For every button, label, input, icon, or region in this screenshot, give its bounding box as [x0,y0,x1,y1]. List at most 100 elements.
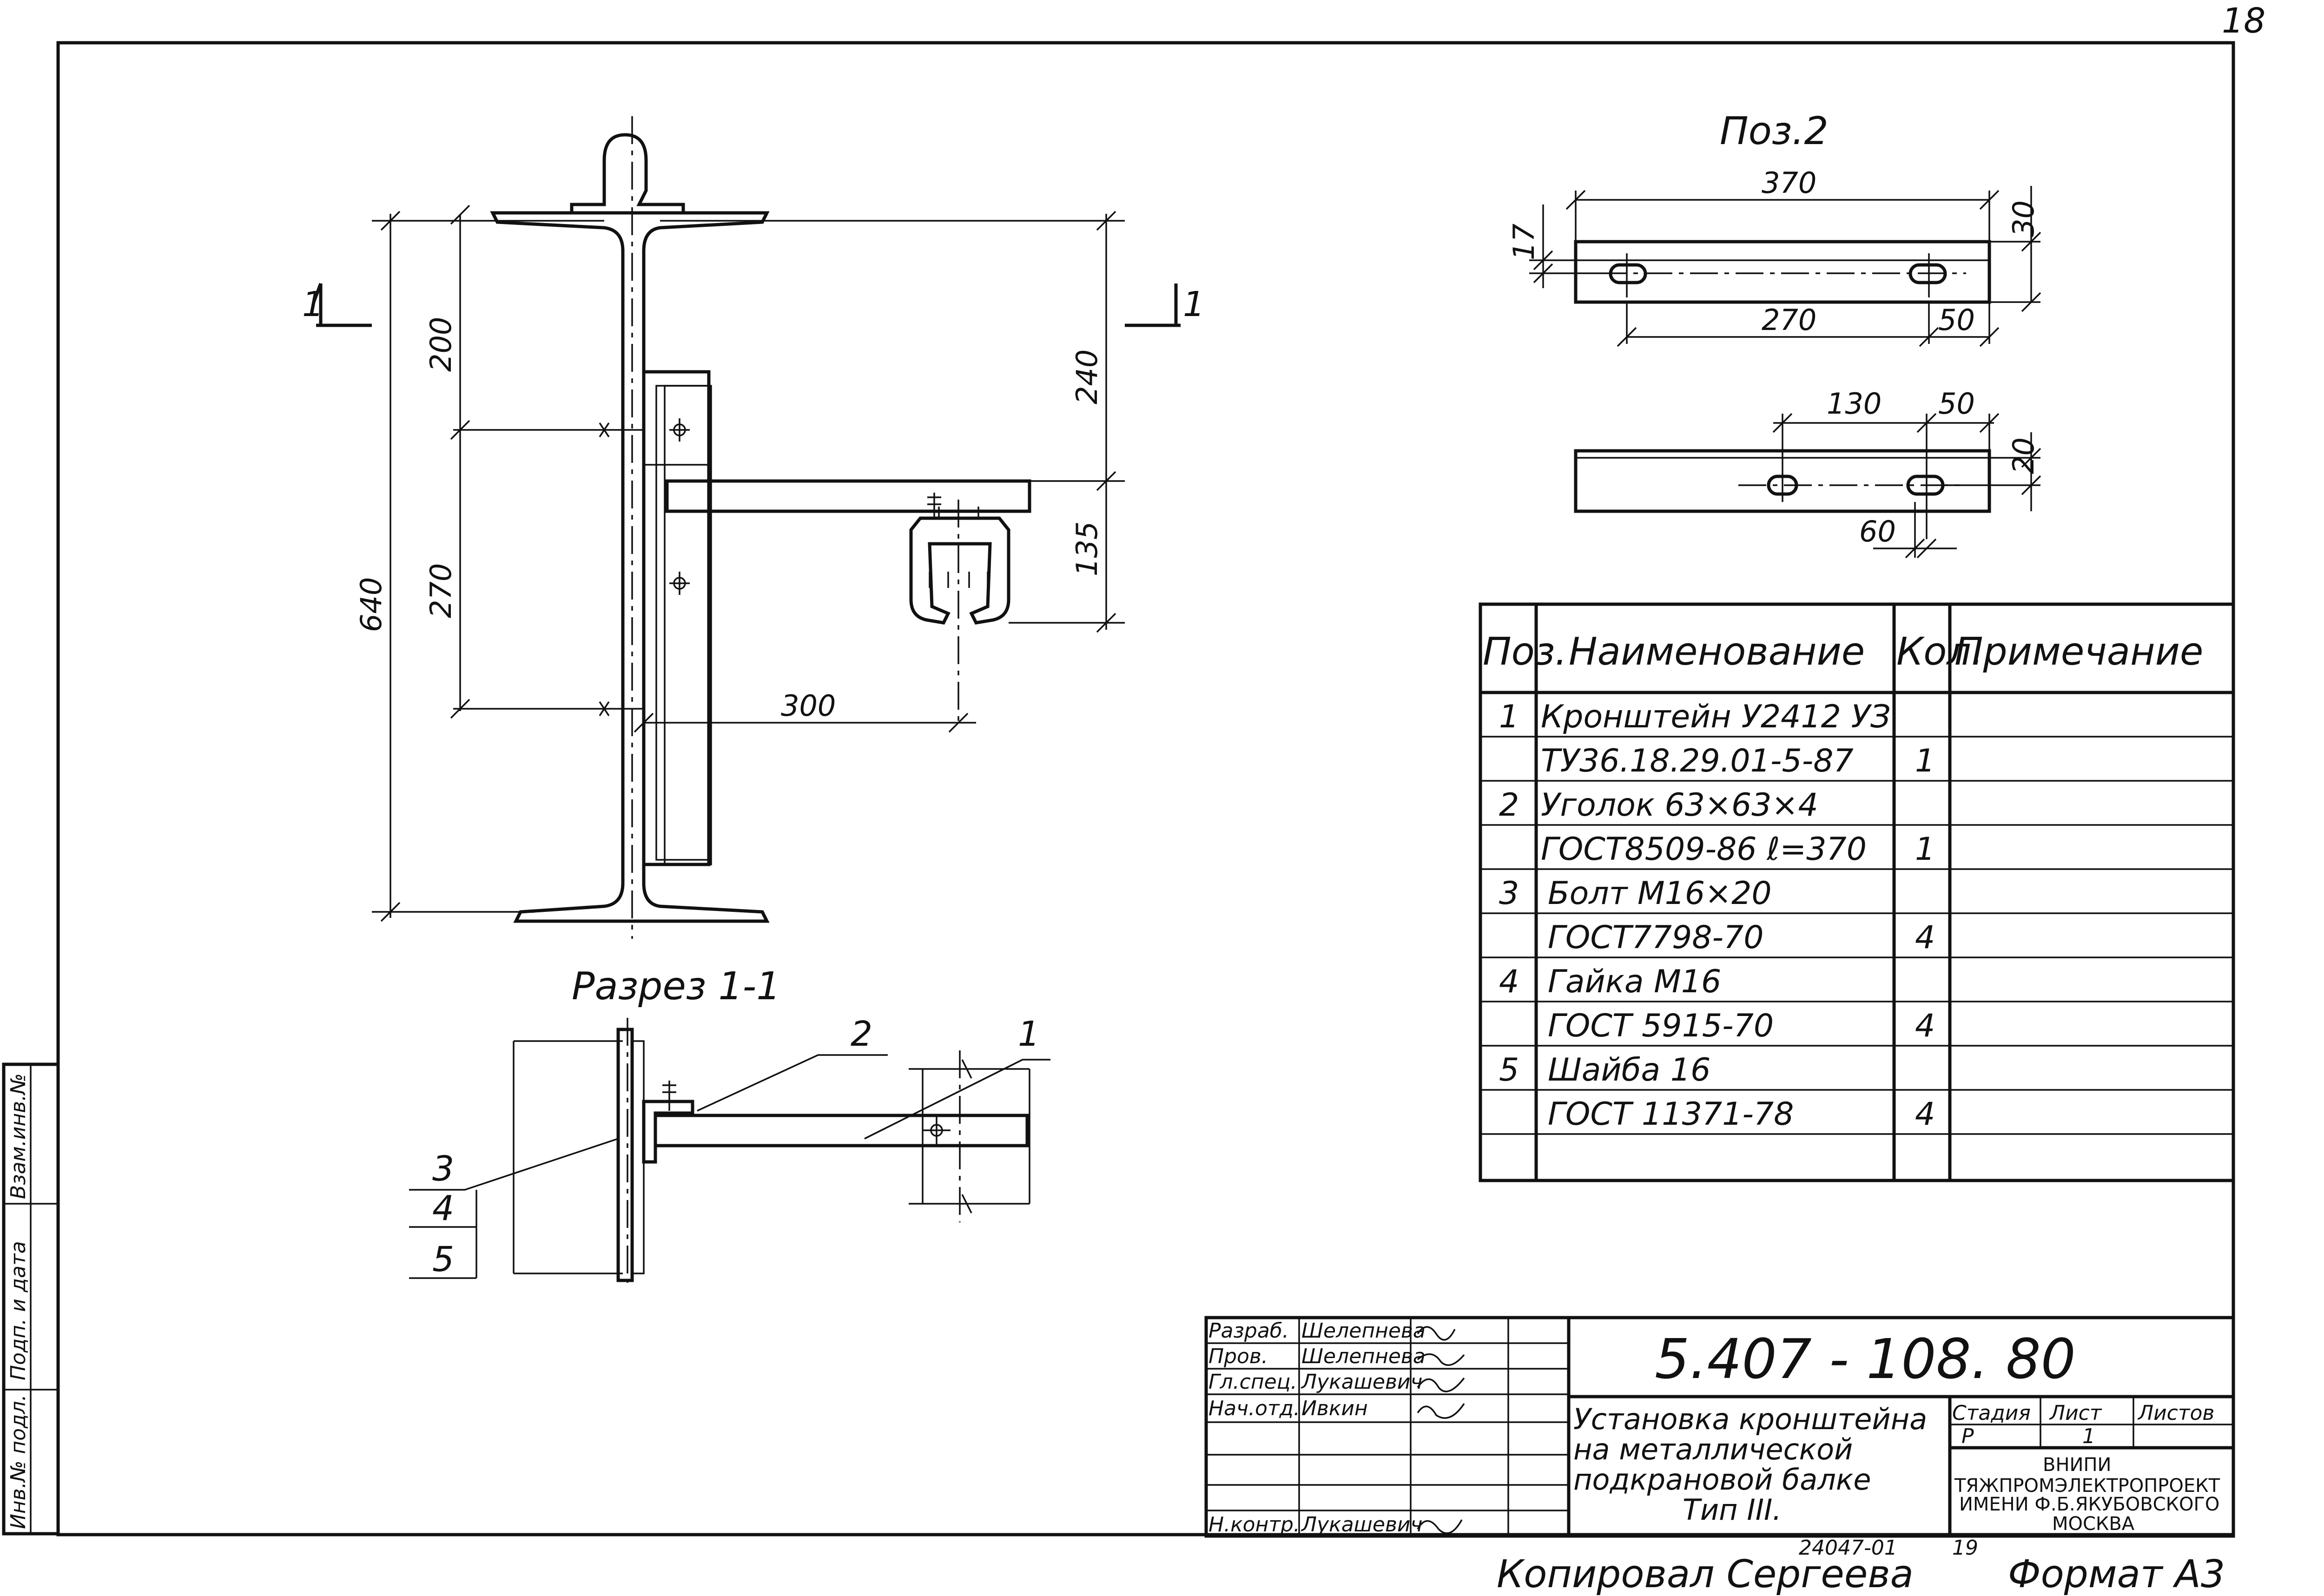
pos2-dim-60: 60 [1859,514,1896,548]
pos2-dim-20: 20 [2007,437,2040,474]
pos2-top-plate [1574,240,1991,304]
spec-row-8: ГОСТ 5915-70 4 [1548,1008,1935,1044]
tb-person-0: Разраб. Шелепнева [1208,1319,1426,1343]
callout-2: 2 [851,1014,872,1054]
svg-text:4: 4 [1915,1096,1935,1133]
org-line-2: ТЯЖПРОМЭЛЕКТРОПРОЕКТ [1954,1475,2220,1497]
side-stamp: Инв.№ подл. Подп. и дата Взам.инв.№ [2,1062,60,1536]
signatures [1417,1326,1465,1534]
section-title: Разрез 1-1 [572,964,780,1009]
spec-row-10: ГОСТ 11371-78 4 [1548,1096,1935,1133]
side-stamp-replace: Взам.инв.№ [7,1073,30,1199]
svg-text:1: 1 [302,284,324,324]
svg-text:Лукашевич: Лукашевич [1301,1513,1423,1537]
tb-person-1: Пров. Шелепнева [1208,1345,1426,1368]
format-label: Формат А3 [2008,1552,2225,1596]
svg-text:Шелепнева: Шелепнева [1301,1319,1426,1343]
svg-text:1: 1 [1183,284,1205,324]
callout-4: 4 [432,1188,454,1228]
angle-plate [642,370,711,866]
svg-text:Кронштейн У2412 УЗ: Кронштейн У2412 УЗ [1541,699,1891,735]
spec-row-5: 3 Болт М16×20 [1499,875,1772,912]
dim-300: 300 [781,689,836,723]
pos2-dim-130: 130 [1827,387,1882,421]
trolley-profile [909,516,1010,625]
svg-text:ГОСТ 11371-78: ГОСТ 11371-78 [1548,1096,1794,1133]
spec-header-note: Примечание [1954,630,2203,674]
stage-label: Стадия [1952,1401,2031,1425]
svg-text:Разраб.: Разраб. [1208,1319,1289,1343]
title-line-1: Установка кронштейна [1573,1402,1927,1436]
section-mark-right [1125,284,1181,327]
dim-200: 200 [424,317,458,372]
svg-text:Ивкин: Ивкин [1301,1397,1368,1420]
dim-135: 135 [1070,521,1104,576]
dim-640: 640 [354,577,388,632]
svg-text:1: 1 [1915,743,1935,779]
pos2-dim-370: 370 [1762,166,1816,200]
spec-row-7: 4 Гайка М16 [1499,963,1721,1000]
svg-text:ТУ36.18.29.01-5-87: ТУ36.18.29.01-5-87 [1541,743,1854,779]
callout-3: 3 [432,1149,454,1189]
svg-text:Болт М16×20: Болт М16×20 [1548,875,1772,912]
crane-beam [490,211,770,923]
svg-text:ГОСТ8509-86 ℓ=370: ГОСТ8509-86 ℓ=370 [1541,831,1867,868]
title-line-4: Тип III. [1683,1493,1782,1527]
svg-text:Уголок 63×63×4: Уголок 63×63×4 [1541,787,1818,824]
section-arm [654,1114,1029,1148]
pos2-dim-50: 50 [1938,303,1975,337]
pos2-view: Поз.2 370 270 50 30 17 [1507,109,2041,559]
svg-text:Шелепнева: Шелепнева [1301,1345,1426,1368]
title-line-2: на металлической [1573,1432,1853,1466]
tb-person-2: Гл.спец. Лукашевич [1208,1370,1423,1394]
svg-text:3: 3 [1499,875,1519,912]
main-view: 1 1 640 200 270 240 135 300 [302,116,1205,939]
sheets-label: Листов [2137,1401,2214,1425]
spec-row-2: ТУ36.18.29.01-5-87 1 [1541,743,1935,779]
pos2-title: Поз.2 [1720,109,1829,153]
sheet-value: 1 [2082,1425,2095,1448]
spec-row-3: 2 Уголок 63×63×4 [1499,787,1818,824]
dim-270: 270 [424,563,458,618]
org-line-4: МОСКВА [2052,1513,2135,1535]
stage-value: Р [1961,1425,1974,1448]
spec-row-4: ГОСТ8509-86 ℓ=370 1 [1541,831,1935,868]
archive-number: 24047-01 [1799,1536,1897,1560]
svg-text:1: 1 [1499,699,1519,735]
archive-sheet: 19 [1952,1536,1978,1560]
spec-header-pos: Поз. [1483,630,1567,674]
section-view: Разрез 1-1 1 2 3 4 5 [409,964,1050,1283]
doc-code: 5.407 - 108. 80 [1655,1327,2076,1391]
sheet-label: Лист [2049,1401,2102,1425]
bolt-hole-top [673,423,686,436]
callout-1: 1 [1018,1014,1040,1054]
svg-text:ГОСТ7798-70: ГОСТ7798-70 [1548,919,1764,956]
copied-by: Копировал Сергеева [1497,1552,1914,1596]
crane-rail [570,133,685,215]
title-line-3: подкрановой балке [1573,1463,1871,1497]
side-stamp-sign: Подп. и дата [7,1241,30,1380]
side-stamp-inv: Инв.№ подл. [7,1394,30,1529]
spec-row-1: 1 Кронштейн У2412 УЗ [1499,699,1891,735]
spec-header-qty: Кол. [1896,630,1983,674]
svg-text:2: 2 [1499,787,1519,824]
svg-text:ГОСТ 5915-70: ГОСТ 5915-70 [1548,1008,1774,1044]
pos2-dim-50b: 50 [1938,387,1975,421]
svg-text:5: 5 [1499,1052,1519,1088]
svg-text:Гайка М16: Гайка М16 [1548,963,1721,1000]
svg-text:4: 4 [1915,1008,1935,1044]
spec-row-9: 5 Шайба 16 [1499,1052,1710,1088]
callout-5: 5 [432,1240,454,1279]
org-line-3: ИМЕНИ Ф.Б.ЯКУБОВСКОГО [1959,1494,2219,1515]
svg-text:Нач.отд.: Нач.отд. [1208,1397,1300,1420]
svg-text:Н.контр.: Н.контр. [1208,1513,1300,1537]
dim-240: 240 [1070,350,1104,404]
bolt-hole-bottom [673,577,686,590]
svg-text:Лукашевич: Лукашевич [1301,1370,1423,1394]
pos2-dim-17: 17 [1507,224,1541,260]
svg-text:Пров.: Пров. [1208,1345,1268,1368]
section-mark-left [312,283,372,327]
title-block: Разраб. Шелепнева Пров. Шелепнева Гл.спе… [1204,1316,2235,1538]
svg-text:1: 1 [1915,831,1935,868]
